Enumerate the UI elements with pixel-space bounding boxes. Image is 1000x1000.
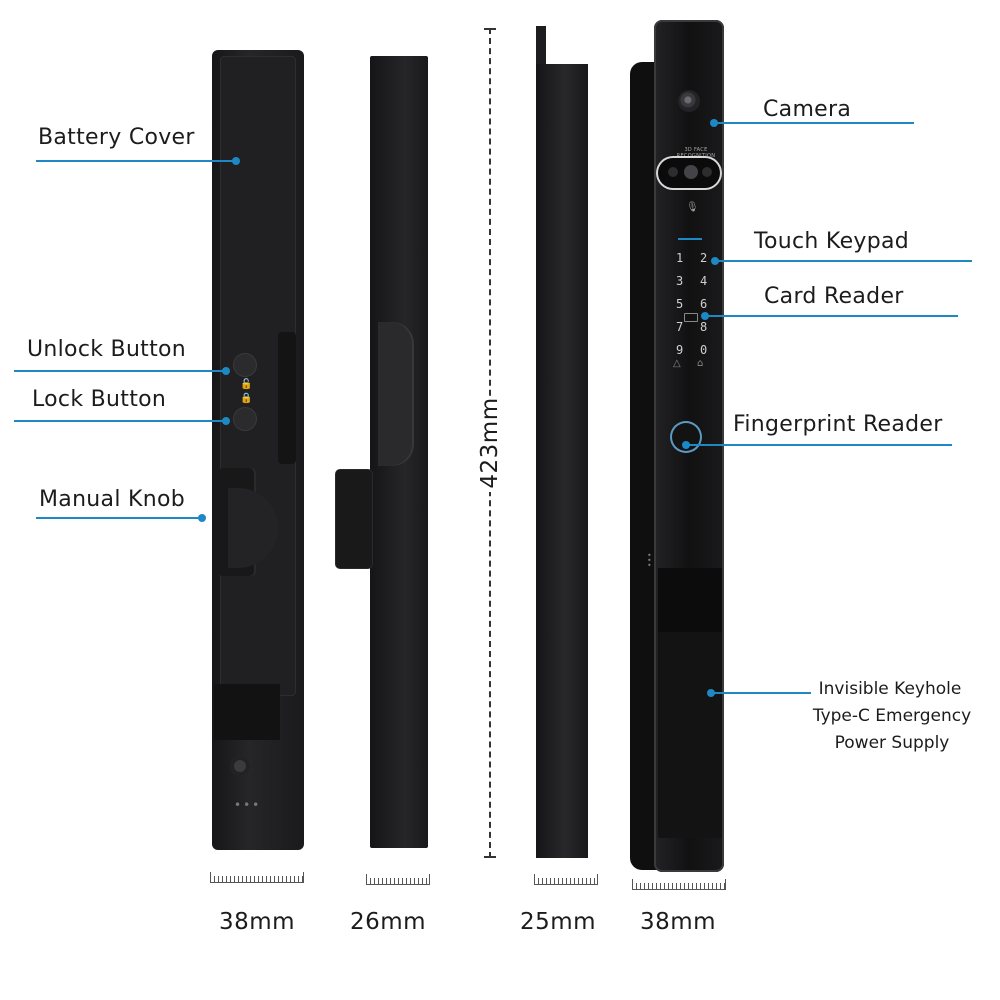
side-view-26mm bbox=[336, 52, 436, 856]
microphone-icon: 🎙 bbox=[686, 202, 699, 213]
lock-button bbox=[234, 408, 256, 430]
keypad-key-6: 6 bbox=[700, 297, 708, 311]
lower-panel bbox=[214, 684, 280, 740]
camera-lens bbox=[678, 90, 700, 112]
unlock-icon: 🔓 bbox=[240, 379, 253, 390]
keyhole-icon bbox=[230, 756, 250, 776]
callout-card-reader: Card Reader bbox=[764, 284, 904, 309]
keypad-key-0: 0 bbox=[700, 343, 708, 357]
callout-manual-knob: Manual Knob bbox=[39, 487, 186, 512]
keypad-key-5: 5 bbox=[676, 297, 684, 311]
callout-touch-keypad: Touch Keypad bbox=[754, 229, 910, 254]
side-handle-bump bbox=[378, 322, 414, 466]
keypad-key-4: 4 bbox=[700, 274, 708, 288]
callout-unlock-button: Unlock Button bbox=[27, 337, 187, 362]
unlock-button bbox=[234, 354, 256, 376]
callout-fingerprint-reader: Fingerprint Reader bbox=[733, 412, 943, 437]
keypad-key-3: 3 bbox=[676, 274, 684, 288]
callout-keyhole-line2: Type-C Emergency bbox=[812, 706, 972, 726]
side-top-flange bbox=[536, 26, 546, 68]
ruler-3 bbox=[534, 874, 598, 885]
back-view-lock: 🔓 🔒 ••• bbox=[206, 48, 304, 852]
vent-dots: ••• bbox=[234, 798, 262, 812]
keypad-key-1: 1 bbox=[676, 251, 684, 265]
side-handle-slot bbox=[278, 332, 296, 464]
keypad-key-8: 8 bbox=[700, 320, 708, 334]
keyhole-panel bbox=[658, 568, 722, 632]
callout-battery-cover: Battery Cover bbox=[38, 125, 195, 150]
keyhole-cover bbox=[658, 632, 722, 838]
keypad-key-2: 2 bbox=[700, 251, 708, 265]
keypad-key-7: 7 bbox=[676, 320, 684, 334]
keypad-key-9: 9 bbox=[676, 343, 684, 357]
width-label-2: 26mm bbox=[349, 909, 427, 935]
card-reader-icon bbox=[684, 313, 698, 322]
side-knob bbox=[336, 470, 372, 568]
ruler-1 bbox=[210, 872, 304, 883]
keypad-indicator bbox=[678, 238, 702, 240]
ruler-2 bbox=[366, 874, 430, 885]
callout-camera: Camera bbox=[763, 97, 852, 122]
lock-icon: 🔒 bbox=[240, 393, 253, 404]
side-view-25mm bbox=[530, 26, 590, 860]
width-label-3: 25mm bbox=[519, 909, 597, 935]
height-dimension-bg bbox=[478, 396, 502, 492]
home-icon: ⌂ bbox=[697, 358, 704, 369]
side-body-2 bbox=[536, 64, 588, 858]
bell-icon: △ bbox=[673, 358, 681, 369]
ruler-4 bbox=[632, 879, 726, 890]
face-recognition-text: 3D FACE RECOGNITION bbox=[676, 147, 716, 159]
callout-keyhole-line3: Power Supply bbox=[834, 733, 950, 753]
height-dimension-label: 423mm bbox=[477, 397, 503, 489]
front-view-lock: 3D FACE RECOGNITION 🎙 △ ⌂ ••• 1 2 3 4 5 6 7 8 9 0 bbox=[628, 18, 728, 874]
width-label-4: 38mm bbox=[639, 909, 717, 935]
callout-lock-button: Lock Button bbox=[32, 387, 167, 412]
callout-keyhole-line1: Invisible Keyhole bbox=[818, 679, 962, 699]
width-label-1: 38mm bbox=[218, 909, 296, 935]
front-vent-dots: ••• bbox=[647, 551, 652, 570]
